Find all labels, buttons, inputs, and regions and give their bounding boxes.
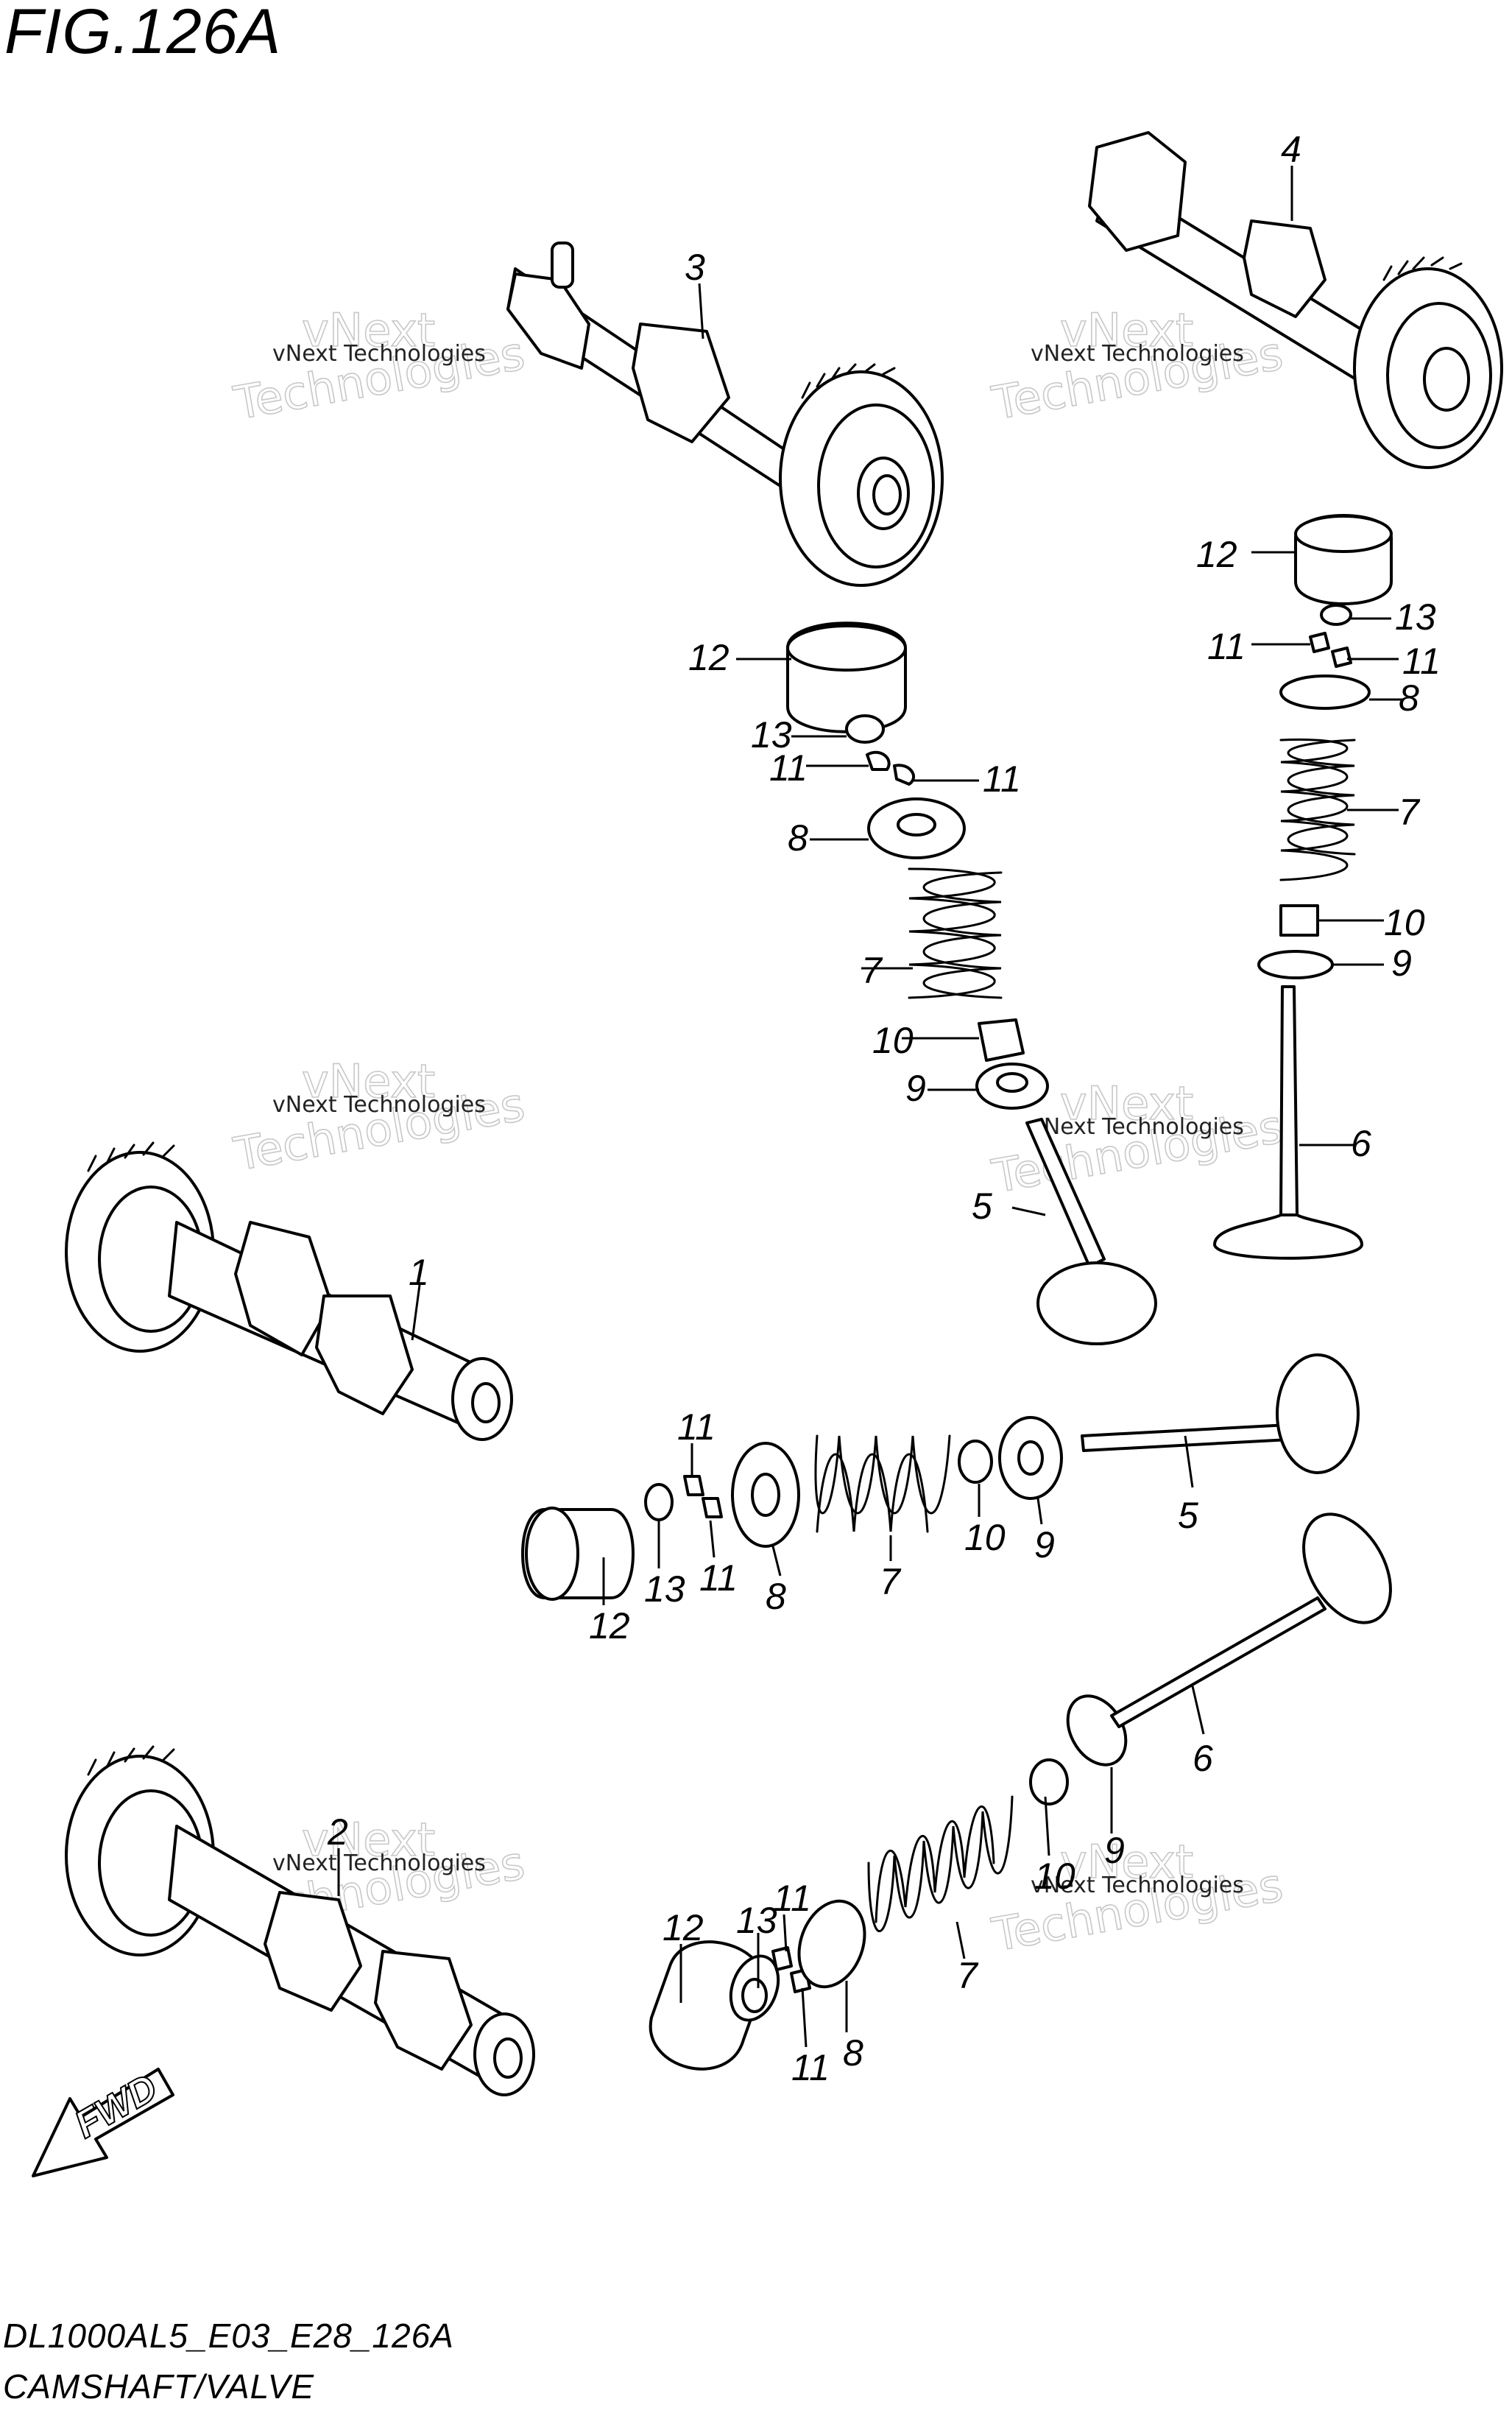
fwd-arrow: FWD xyxy=(32,2065,174,2177)
callout-8: 8 xyxy=(766,1576,786,1617)
spring-7c xyxy=(814,1434,951,1515)
retainer-8d xyxy=(797,1899,866,1989)
seal-10a xyxy=(978,1018,1025,1062)
callout-10: 10 xyxy=(1384,902,1425,943)
watermark-small: vNext Technologies xyxy=(272,1850,486,1876)
callout-5: 5 xyxy=(1178,1495,1198,1536)
callout-9: 9 xyxy=(1391,943,1412,984)
callout-8: 8 xyxy=(843,2032,863,2074)
spring-7a xyxy=(908,867,996,999)
callout-4: 4 xyxy=(1281,129,1301,170)
callout-11: 11 xyxy=(699,1557,738,1599)
shim-13a xyxy=(845,714,885,744)
callout-6: 6 xyxy=(1351,1123,1371,1164)
valve-assembly-b xyxy=(1213,514,1393,1260)
callout-10: 10 xyxy=(964,1517,1006,1558)
callout-7: 7 xyxy=(1399,792,1421,833)
callout-12: 12 xyxy=(589,1605,630,1646)
spring-7d xyxy=(867,1795,1014,1932)
valve-assembly-d xyxy=(649,1512,1392,2071)
callout-5: 5 xyxy=(972,1186,992,1227)
callout-11: 11 xyxy=(677,1406,716,1448)
watermark-small: vNext Technologies xyxy=(1031,341,1244,367)
callout-6: 6 xyxy=(1193,1738,1213,1779)
watermark-big-1: vNext xyxy=(1060,1077,1193,1130)
shim-13d xyxy=(741,1978,768,2013)
callout-10: 10 xyxy=(872,1020,914,1061)
callout-1: 3 xyxy=(685,247,705,288)
shim-13b xyxy=(1320,604,1352,626)
camshaft-1 xyxy=(65,1141,513,1441)
leader-lines xyxy=(337,166,1402,2048)
callout-8: 8 xyxy=(1399,677,1419,719)
callout-12: 12 xyxy=(1196,534,1237,575)
watermark-big-1: vNext xyxy=(302,303,435,357)
callout-9: 9 xyxy=(1104,1830,1125,1871)
cotter-11e xyxy=(683,1475,704,1496)
callout-11: 11 xyxy=(1207,626,1246,667)
cotter-11b xyxy=(893,764,916,786)
callout-11: 11 xyxy=(769,747,808,789)
camshaft-2 xyxy=(65,1745,535,2096)
fwd-label: FWD xyxy=(68,2066,165,2146)
seal-10d xyxy=(1029,1758,1069,1806)
watermark-small: vNext Technologies xyxy=(272,1092,486,1118)
callout-11: 11 xyxy=(773,1878,811,1919)
callout-7: 7 xyxy=(957,1955,979,1996)
watermark-1: vNext Technologies vNext Technologies xyxy=(229,303,529,431)
watermark-big-1: vNext xyxy=(302,1813,435,1867)
valve-6b xyxy=(1110,1596,1326,1728)
model-code: DL1000AL5_E03_E28_126A xyxy=(3,2317,454,2355)
seal-10b xyxy=(1279,904,1319,937)
callout-1: 1 xyxy=(409,1252,429,1293)
valve-assembly-c xyxy=(521,1353,1360,1601)
callout-9: 9 xyxy=(905,1068,926,1109)
section-name: CAMSHAFT/VALVE xyxy=(3,2367,315,2406)
watermark-2: vNext Technologies vNext Technologies xyxy=(987,303,1287,431)
seat-9d xyxy=(1066,1694,1128,1766)
callout-8: 8 xyxy=(788,817,808,859)
watermark-6: vNext Technologies vNext Technologies xyxy=(987,1834,1287,1962)
valve-assembly-a xyxy=(786,621,1157,1345)
callout-numbers: 3 4 1 2 5 5 6 6 7 7 7 7 8 8 8 8 9 9 9 9 … xyxy=(327,129,1441,2088)
watermark-3: vNext Technologies vNext Technologies xyxy=(229,1054,529,1182)
callout-13: 13 xyxy=(1395,596,1436,638)
callout-12: 12 xyxy=(663,1907,704,1948)
callout-11: 11 xyxy=(1402,641,1441,682)
camshaft-4 xyxy=(1088,131,1503,469)
retainer-8b xyxy=(1279,674,1371,710)
cotter-11a xyxy=(866,750,891,771)
camshaft-3 xyxy=(506,242,944,587)
shim-13c xyxy=(644,1483,674,1521)
spring-7b xyxy=(1279,738,1349,881)
cotter-11d xyxy=(1331,647,1352,668)
seat-9b xyxy=(1257,950,1334,979)
callout-7: 7 xyxy=(861,950,883,991)
watermark-big-1: vNext xyxy=(1060,303,1193,357)
callout-7: 7 xyxy=(880,1561,902,1602)
callout-11: 11 xyxy=(983,758,1021,800)
callout-11: 11 xyxy=(791,2047,830,2088)
callout-13: 13 xyxy=(736,1900,777,1941)
callout-2: 2 xyxy=(327,1811,348,1853)
figure-title: FIG.126A xyxy=(4,0,282,67)
seal-10c xyxy=(958,1440,993,1484)
callout-10: 10 xyxy=(1034,1856,1075,1897)
watermark-small: vNext Technologies xyxy=(1031,1873,1244,1898)
callout-12: 12 xyxy=(688,637,729,678)
valve-6a xyxy=(1279,985,1299,1216)
watermark-small: vNext Technologies xyxy=(1031,1114,1244,1140)
callout-13: 13 xyxy=(751,714,792,755)
cotter-11c xyxy=(1309,632,1330,653)
callout-9: 9 xyxy=(1034,1524,1055,1565)
callout-13: 13 xyxy=(644,1568,685,1610)
watermark-big-1: vNext xyxy=(1060,1835,1193,1889)
valve-5a xyxy=(1025,1118,1106,1268)
watermark-big-1: vNext xyxy=(302,1054,435,1108)
cotter-11g xyxy=(771,1946,793,1971)
watermark-small: vNext Technologies xyxy=(272,341,486,367)
cotter-11f xyxy=(702,1497,723,1518)
